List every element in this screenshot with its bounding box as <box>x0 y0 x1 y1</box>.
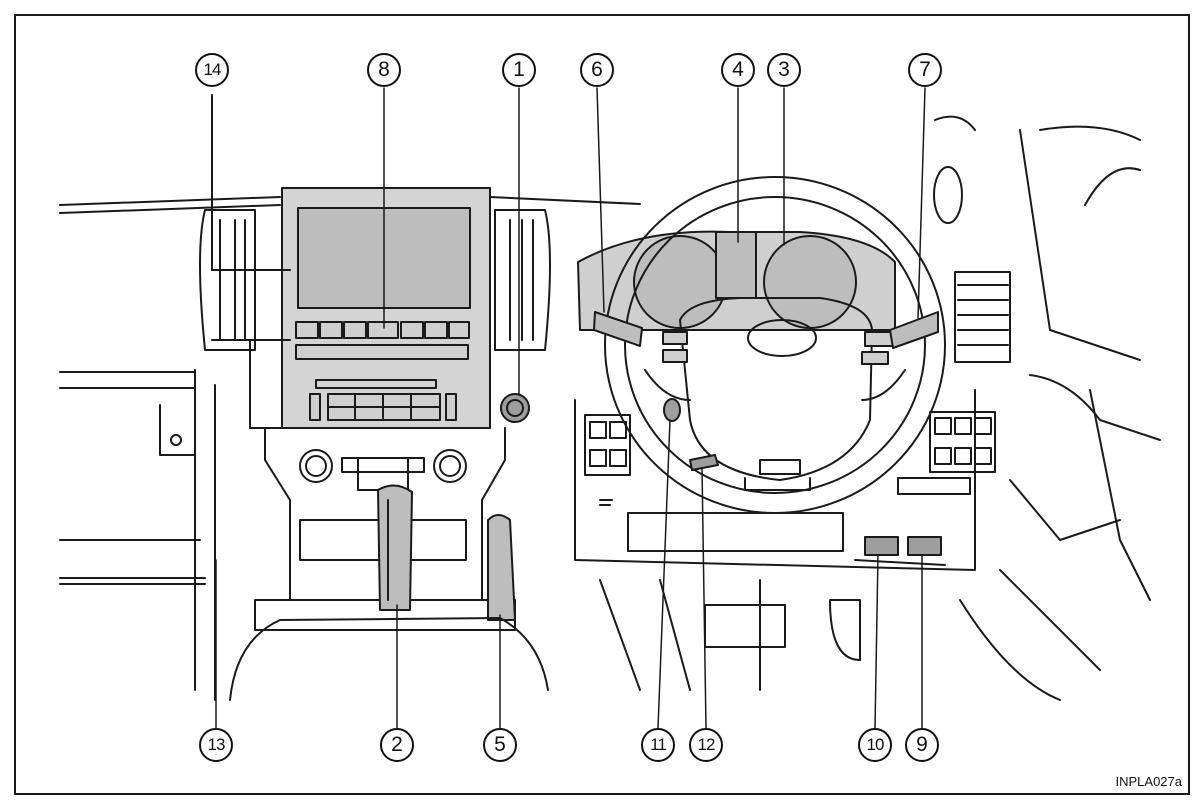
callout-10: 10 <box>858 728 892 762</box>
callout-5: 5 <box>483 728 517 762</box>
parking-brake-lever <box>487 514 516 621</box>
multimedia-display <box>281 187 491 429</box>
callout-8: 8 <box>367 53 401 87</box>
right-switch-panel <box>897 411 996 495</box>
callout-4: 4 <box>721 53 755 87</box>
callout-9: 9 <box>905 728 939 762</box>
shift-lever <box>377 484 413 611</box>
instrument-cluster <box>577 230 896 331</box>
figure-frame <box>14 14 1190 795</box>
callout-2: 2 <box>380 728 414 762</box>
leader-lines <box>215 87 926 729</box>
right-side-vent-and-door <box>933 115 1161 701</box>
center-console <box>254 427 516 631</box>
callout-6: 6 <box>580 53 614 87</box>
callout-13: 13 <box>199 728 233 762</box>
stalks <box>593 311 939 349</box>
callout-14: 14 <box>195 53 229 87</box>
dashboard-outline <box>59 196 641 701</box>
figure-code: INPLA027a <box>1115 774 1183 789</box>
callout-12: 12 <box>689 728 723 762</box>
steering-column-controls <box>663 398 719 471</box>
seat-armrest <box>229 617 549 701</box>
engine-switch <box>500 393 530 423</box>
callout-11: 11 <box>641 728 675 762</box>
callout-3: 3 <box>767 53 801 87</box>
steering-wheel <box>604 176 946 514</box>
left-switch-panel <box>584 414 631 506</box>
callout-1: 1 <box>502 53 536 87</box>
release-levers <box>854 536 946 566</box>
left-air-vent <box>199 209 256 351</box>
right-air-vent <box>494 209 551 351</box>
callout-14-bracket <box>211 94 291 429</box>
steering-switches <box>662 331 894 365</box>
callout-7: 7 <box>908 53 942 87</box>
